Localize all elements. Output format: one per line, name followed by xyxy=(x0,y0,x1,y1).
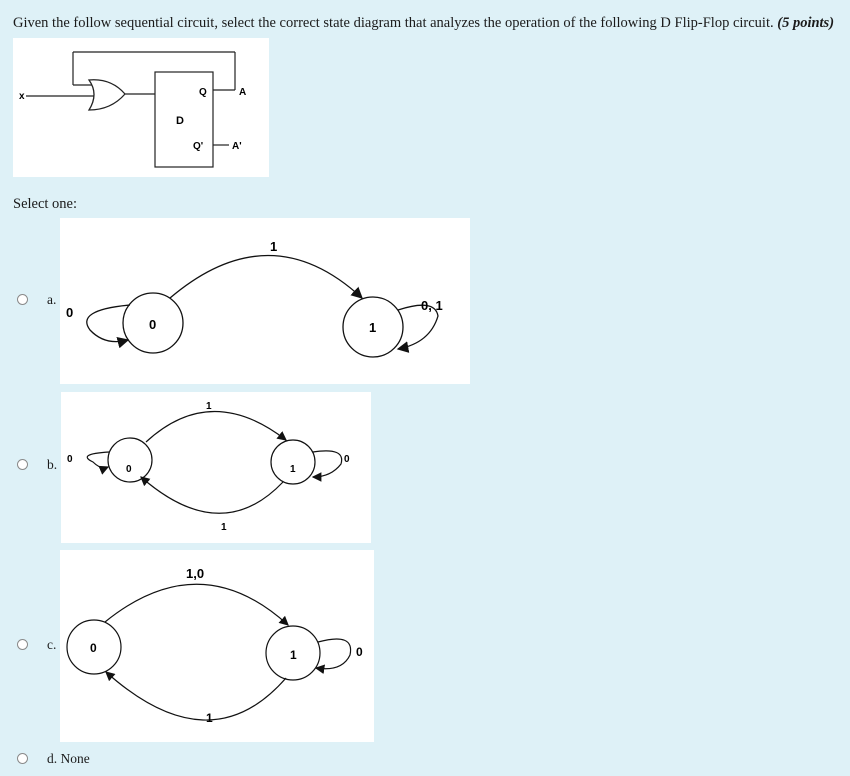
state-0-label: 0 xyxy=(149,317,156,332)
arc-top-label: 1 xyxy=(270,239,277,254)
option-a-letter: a. xyxy=(47,292,57,307)
arc-bottom-label: 1 xyxy=(206,711,213,725)
state-0-circle xyxy=(122,292,184,354)
option-d-label[interactable]: d. None xyxy=(47,751,90,766)
state-0-label: 0 xyxy=(126,464,132,475)
or-gate-icon xyxy=(87,79,126,111)
loop-1-label: 0 xyxy=(344,454,350,465)
d-input-label: D xyxy=(176,115,184,127)
qbar-output-label: Q' xyxy=(193,141,203,152)
state-0-circle xyxy=(107,437,153,483)
option-c-radio[interactable] xyxy=(17,639,28,650)
arc-top-label: 1,0 xyxy=(186,566,204,581)
option-a-radio[interactable] xyxy=(17,294,28,305)
loop-0-label: 0 xyxy=(66,305,73,320)
output-abar-label: A' xyxy=(232,141,242,152)
question-body: Given the follow sequential circuit, sel… xyxy=(13,15,774,31)
option-b-state-diagram[interactable]: 0 1 1 1 0 0 xyxy=(61,392,371,543)
question-points: (5 points) xyxy=(777,15,835,31)
q-output-label: Q xyxy=(199,87,207,98)
loop-1-label: 0 xyxy=(356,645,363,659)
arc-top-label: 1 xyxy=(206,401,212,412)
question-text: Given the follow sequential circuit, sel… xyxy=(13,14,843,32)
state-1-label: 1 xyxy=(290,464,296,475)
loop-0-label: 0 xyxy=(67,454,73,465)
state-1-circle xyxy=(342,296,404,358)
arc-bottom-label: 1 xyxy=(221,522,227,533)
option-c-letter: c. xyxy=(47,637,57,652)
option-a-state-diagram[interactable]: 0 1 1 0 0, 1 xyxy=(60,218,470,384)
output-a-label: A xyxy=(239,87,246,98)
option-c-state-diagram[interactable]: 0 1 1,0 1 0 xyxy=(60,550,374,742)
option-d-radio[interactable] xyxy=(17,753,28,764)
input-x-label: x xyxy=(19,91,25,102)
state-1-label: 1 xyxy=(290,648,297,662)
d-flip-flop-box xyxy=(154,71,214,168)
state-1-circle xyxy=(265,625,321,681)
select-one-label: Select one: xyxy=(13,196,78,212)
circuit-diagram: x D Q Q' A A' xyxy=(13,38,269,177)
option-b-radio[interactable] xyxy=(17,459,28,470)
state-1-circle xyxy=(270,439,316,485)
state-0-label: 0 xyxy=(90,641,97,655)
loop-1-label: 0, 1 xyxy=(421,298,443,313)
option-b-letter: b. xyxy=(47,457,58,472)
state-0-circle xyxy=(66,619,122,675)
state-1-label: 1 xyxy=(369,320,376,335)
